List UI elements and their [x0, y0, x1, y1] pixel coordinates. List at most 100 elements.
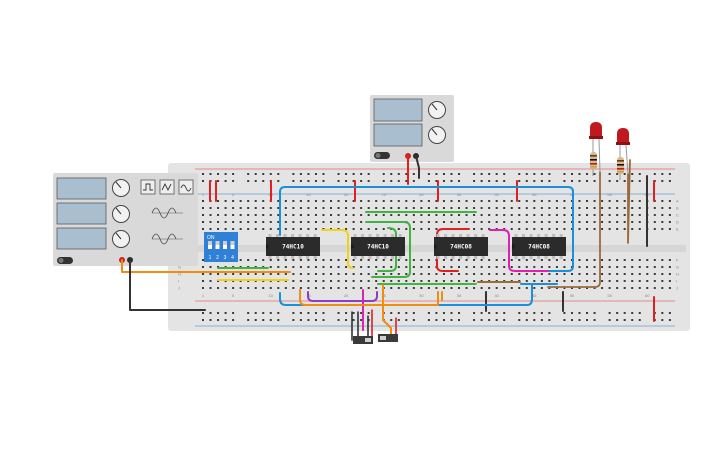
rail-hole[interactable]	[337, 173, 340, 175]
rail-hole[interactable]	[458, 312, 461, 314]
hole[interactable]	[623, 207, 626, 209]
hole[interactable]	[458, 280, 461, 282]
hole[interactable]	[202, 280, 204, 282]
hole[interactable]	[465, 273, 468, 275]
hole[interactable]	[533, 200, 536, 202]
hole[interactable]	[631, 280, 634, 282]
hole[interactable]	[330, 273, 333, 275]
rail-hole[interactable]	[593, 173, 596, 175]
rail-hole[interactable]	[548, 180, 551, 182]
hole[interactable]	[262, 214, 265, 216]
hole[interactable]	[548, 287, 551, 289]
hole[interactable]	[202, 207, 204, 209]
hole[interactable]	[352, 228, 355, 230]
rail-hole[interactable]	[450, 173, 453, 175]
hole[interactable]	[601, 266, 604, 268]
hole[interactable]	[277, 259, 280, 261]
hole[interactable]	[367, 280, 370, 282]
rail-hole[interactable]	[412, 180, 415, 182]
hole[interactable]	[405, 273, 408, 275]
hole[interactable]	[458, 273, 461, 275]
hole[interactable]	[382, 214, 385, 216]
hole[interactable]	[284, 207, 287, 209]
hole[interactable]	[232, 273, 235, 275]
hole[interactable]	[442, 287, 445, 289]
hole[interactable]	[382, 228, 385, 230]
hole[interactable]	[292, 287, 295, 289]
hole[interactable]	[299, 273, 302, 275]
hole[interactable]	[390, 287, 393, 289]
rail-hole[interactable]	[442, 312, 445, 314]
rail-hole[interactable]	[232, 173, 235, 175]
rail-hole[interactable]	[616, 173, 619, 175]
hole[interactable]	[239, 221, 242, 223]
hole[interactable]	[337, 200, 340, 202]
ic-chip[interactable]: 74HC08	[434, 234, 488, 259]
hole[interactable]	[247, 273, 250, 275]
breadboard[interactable]: 1155101015152020252530303535404045455050…	[168, 163, 690, 331]
hole[interactable]	[277, 273, 280, 275]
hole[interactable]	[533, 214, 536, 216]
hole[interactable]	[345, 207, 348, 209]
hole[interactable]	[578, 266, 581, 268]
hole[interactable]	[616, 207, 619, 209]
hole[interactable]	[224, 200, 227, 202]
hole[interactable]	[586, 266, 589, 268]
hole[interactable]	[540, 228, 543, 230]
hole[interactable]	[495, 273, 498, 275]
rail-hole[interactable]	[292, 180, 295, 182]
wires[interactable]	[121, 155, 655, 343]
rail-hole[interactable]	[586, 319, 589, 321]
hole[interactable]	[668, 280, 671, 282]
hole[interactable]	[578, 273, 581, 275]
wire-green[interactable]	[377, 227, 397, 272]
hole[interactable]	[661, 207, 664, 209]
hole[interactable]	[503, 207, 506, 209]
hole[interactable]	[435, 273, 438, 275]
hole[interactable]	[638, 287, 641, 289]
rail-hole[interactable]	[608, 173, 611, 175]
hole[interactable]	[555, 214, 558, 216]
hole[interactable]	[578, 200, 581, 202]
rail-hole[interactable]	[397, 319, 400, 321]
hole[interactable]	[608, 259, 611, 261]
hole[interactable]	[405, 207, 408, 209]
hole[interactable]	[608, 221, 611, 223]
hole[interactable]	[510, 200, 513, 202]
rail-hole[interactable]	[292, 312, 295, 314]
hole[interactable]	[217, 200, 220, 202]
hole[interactable]	[473, 221, 476, 223]
hole[interactable]	[427, 214, 430, 216]
rail-hole[interactable]	[593, 312, 596, 314]
hole[interactable]	[473, 214, 476, 216]
rail-hole[interactable]	[314, 180, 317, 182]
hole[interactable]	[314, 280, 317, 282]
hole[interactable]	[465, 221, 468, 223]
hole[interactable]	[397, 214, 400, 216]
rail-hole[interactable]	[661, 319, 664, 321]
hole[interactable]	[390, 266, 393, 268]
rail-hole[interactable]	[638, 312, 641, 314]
hole[interactable]	[367, 228, 370, 230]
hole[interactable]	[570, 200, 573, 202]
rail-hole[interactable]	[631, 319, 634, 321]
hole[interactable]	[284, 273, 287, 275]
hole[interactable]	[608, 273, 611, 275]
hole[interactable]	[307, 207, 310, 209]
rail-hole[interactable]	[473, 319, 476, 321]
hole[interactable]	[631, 200, 634, 202]
hole[interactable]	[217, 221, 220, 223]
hole[interactable]	[277, 287, 280, 289]
hole[interactable]	[277, 228, 280, 230]
rail-hole[interactable]	[435, 173, 438, 175]
hole[interactable]	[495, 259, 498, 261]
hole[interactable]	[631, 266, 634, 268]
rail-hole[interactable]	[209, 312, 212, 314]
rail-hole[interactable]	[367, 180, 370, 182]
rail-hole[interactable]	[352, 180, 355, 182]
hole[interactable]	[307, 221, 310, 223]
hole[interactable]	[397, 273, 400, 275]
hole[interactable]	[442, 207, 445, 209]
rail-hole[interactable]	[518, 180, 521, 182]
